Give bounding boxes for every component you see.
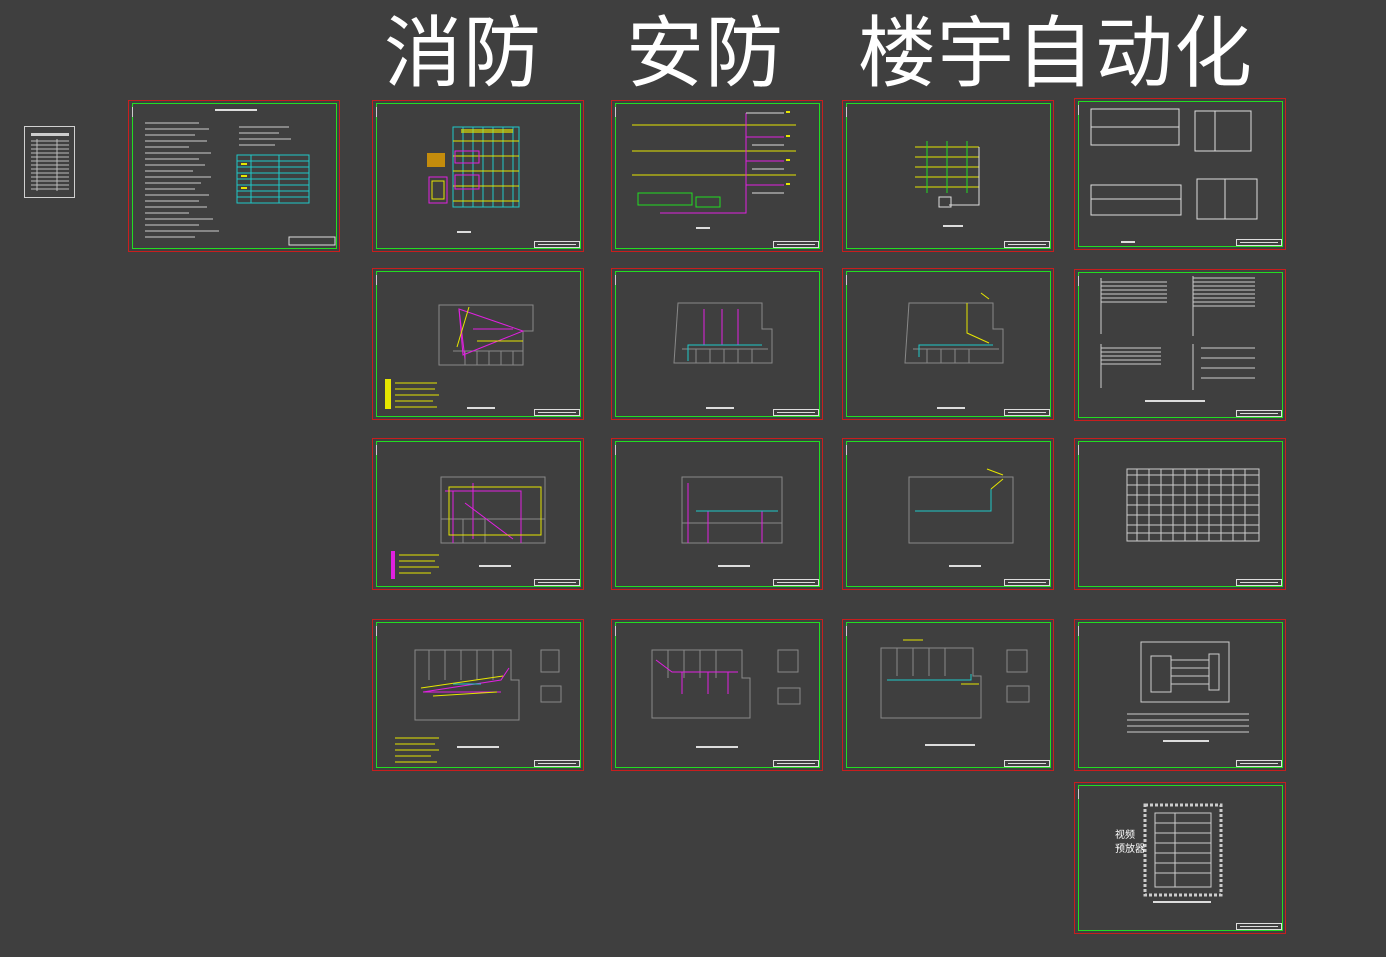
sheet-fire-floor-plan-1[interactable] (372, 268, 584, 420)
security-system-diagram-icon (632, 111, 796, 229)
title-block (1236, 760, 1282, 767)
title-block (773, 760, 819, 767)
bas-point-table-icon (1126, 468, 1260, 542)
sheet-margin-mark (376, 445, 377, 455)
sheet-design-notes[interactable] (128, 100, 340, 252)
sheet-frame (1078, 785, 1283, 931)
sheet-margin-mark (1078, 626, 1079, 636)
sheet-video-cabinet-layout[interactable]: 视频 预放器 (1074, 782, 1286, 934)
sheet-margin-mark (1078, 105, 1079, 115)
title-block (1236, 239, 1282, 246)
sheet-fire-system-diagram[interactable] (372, 100, 584, 252)
sheet-security-floor-plan-1[interactable] (611, 268, 823, 420)
sheet-frame (846, 271, 1051, 417)
sheet-fire-floor-plan-2[interactable] (372, 438, 584, 590)
sheet-bas-cabinet-diagram[interactable] (1074, 619, 1286, 771)
title-block (773, 241, 819, 248)
sheet-frame (1078, 272, 1283, 418)
sheet-margin-mark (615, 445, 616, 455)
sheet-frame (1078, 441, 1283, 587)
sheet-bas-control-diagram[interactable] (1074, 98, 1286, 250)
sheet-margin-mark (376, 626, 377, 636)
sheet-network-floor-plan-1[interactable] (842, 268, 1054, 420)
network-system-diagram-icon (915, 141, 980, 227)
sheet-frame (615, 103, 820, 249)
cover-index-sheet[interactable] (24, 126, 75, 198)
title-block (773, 409, 819, 416)
sheet-margin-mark (615, 626, 616, 636)
sheet-margin-mark (846, 275, 847, 285)
heading-bas: 楼宇自动化 (858, 9, 1254, 99)
title-block (1004, 760, 1050, 767)
sheet-bas-point-table[interactable] (1074, 438, 1286, 590)
sheet-margin-mark (615, 275, 616, 285)
bas-point-list-icon (1100, 276, 1255, 402)
sheet-frame (615, 441, 820, 587)
sheet-margin-mark (846, 445, 847, 455)
sheet-network-floor-plan-2[interactable] (842, 438, 1054, 590)
sheet-margin-mark (132, 107, 133, 117)
fire-floor-plan-1-icon (385, 304, 534, 409)
cover-index-icon (31, 133, 69, 191)
sheet-margin-mark (615, 107, 616, 117)
sheet-fire-floor-plan-3[interactable] (372, 619, 584, 771)
sheet-margin-mark (376, 275, 377, 285)
sheet-frame (376, 441, 581, 587)
security-floor-plan-3-icon (651, 649, 801, 748)
design-notes-icon (145, 109, 336, 246)
sheet-margin-mark (1078, 445, 1079, 455)
sheet-margin-mark (846, 626, 847, 636)
heading-fire: 消防 (384, 9, 543, 99)
fire-floor-plan-3-icon (395, 649, 562, 763)
fire-system-diagram-icon (427, 126, 520, 233)
sheet-margin-mark (846, 107, 847, 117)
sheet-network-system-diagram[interactable] (842, 100, 1054, 252)
title-block (534, 760, 580, 767)
security-floor-plan-2-icon (681, 476, 783, 567)
sheet-margin-mark (376, 107, 377, 117)
sheet-security-floor-plan-2[interactable] (611, 438, 823, 590)
title-block (1236, 410, 1282, 417)
cabinet-label-line2: 预放器 (1115, 842, 1145, 855)
video-cabinet-layout-icon: 视频 预放器 (1115, 803, 1223, 903)
fire-floor-plan-2-icon (391, 476, 546, 579)
sheet-frame (615, 622, 820, 768)
sheet-margin-mark (1078, 789, 1079, 799)
sheet-frame (615, 271, 820, 417)
sheet-frame (376, 622, 581, 768)
cabinet-label-line1: 视频 (1115, 828, 1135, 841)
sheet-margin-mark (1078, 276, 1079, 286)
security-floor-plan-1-icon (673, 302, 773, 409)
network-floor-plan-3-icon (880, 639, 1030, 746)
title-block (534, 579, 580, 586)
sheet-frame (376, 103, 581, 249)
sheet-security-floor-plan-3[interactable] (611, 619, 823, 771)
network-floor-plan-2-icon (908, 468, 1014, 567)
sheet-network-floor-plan-3[interactable] (842, 619, 1054, 771)
sheet-frame (1078, 622, 1283, 768)
bas-cabinet-diagram-icon (1127, 641, 1249, 742)
title-block (534, 241, 580, 248)
title-block (1004, 241, 1050, 248)
sheet-frame (132, 103, 337, 249)
title-block (1236, 579, 1282, 586)
sheet-frame (846, 103, 1051, 249)
bas-control-diagram-icon (1090, 108, 1258, 243)
sheet-security-system-diagram[interactable] (611, 100, 823, 252)
title-block (1236, 923, 1282, 930)
title-block (534, 409, 580, 416)
heading-security: 安防 (626, 9, 785, 99)
title-block (1004, 409, 1050, 416)
sheet-frame (846, 622, 1051, 768)
network-floor-plan-1-icon (904, 292, 1004, 409)
title-block (773, 579, 819, 586)
title-block (1004, 579, 1050, 586)
sheet-frame (376, 271, 581, 417)
sheet-frame (1078, 101, 1283, 247)
sheet-frame (846, 441, 1051, 587)
sheet-bas-point-list[interactable] (1074, 269, 1286, 421)
